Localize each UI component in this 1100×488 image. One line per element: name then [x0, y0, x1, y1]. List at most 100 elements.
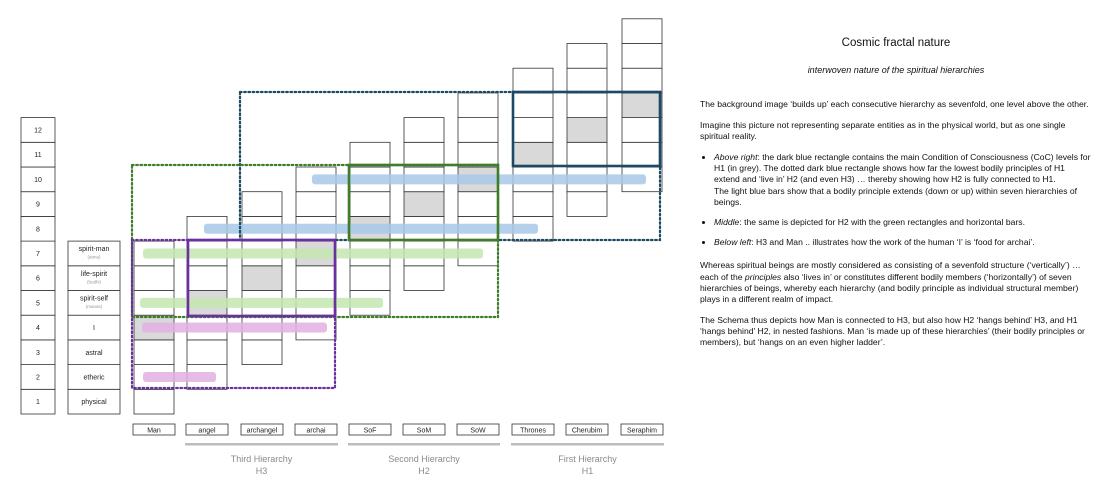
- h1-solid-rect: [511, 90, 662, 168]
- being-cell: [566, 191, 608, 217]
- principle-cell: [67, 290, 121, 316]
- being-cell: [621, 67, 663, 94]
- being-label: archangel: [247, 428, 278, 435]
- being-label: Cherubim: [572, 428, 603, 435]
- closing-1-em: principles: [744, 271, 782, 282]
- hierarchy-name: Second Hierarchy: [388, 454, 460, 464]
- principle-subname: (manas): [86, 304, 103, 309]
- level-number: 12: [34, 127, 42, 134]
- level-number: 9: [36, 202, 40, 209]
- bullet-lead: Middle: [714, 217, 740, 227]
- principle-name: life-spirit: [81, 271, 107, 278]
- level-number: 7: [36, 251, 40, 258]
- being-cell: [512, 67, 554, 94]
- being-label-box: [294, 423, 338, 436]
- being-cell: [349, 265, 391, 291]
- level-number: 3: [36, 350, 40, 357]
- being-cell: [566, 43, 608, 69]
- being-cell: [621, 43, 663, 69]
- bullet-above-right: Above right: the dark blue rectangle con…: [714, 152, 1092, 208]
- intro-paragraph-1: The background image ‘builds up’ each co…: [700, 98, 1089, 109]
- principle-subname: (budhi): [87, 279, 102, 284]
- explanation-panel: Cosmic fractal nature interwoven nature …: [700, 36, 1092, 359]
- level-number: 10: [34, 177, 42, 184]
- level-number: 4: [36, 325, 40, 332]
- page-title: Cosmic fractal nature: [841, 37, 951, 49]
- bullet-text: : H3 and Man .. illustrates how the work…: [751, 237, 1035, 248]
- being-label-box: [240, 423, 284, 436]
- principle-name: spirit-man: [79, 246, 110, 253]
- closing-paragraph-2: The Schema thus depicts how Man is conne…: [700, 315, 1085, 348]
- hierarchy-underline: [348, 443, 500, 446]
- level-cell: [20, 314, 56, 341]
- level-number: 11: [34, 152, 41, 159]
- being-label-box: [565, 423, 609, 436]
- being-cell: [349, 191, 391, 217]
- being-cell: [403, 117, 445, 143]
- being-cell: [621, 141, 663, 168]
- being-cell: [512, 191, 554, 217]
- being-label-box: [132, 423, 176, 436]
- closing-1-post: also ‘lives in’ or constitutes different…: [700, 271, 1079, 304]
- principle-cell: [67, 314, 121, 341]
- being-cell: [241, 339, 283, 365]
- being-label-box: [511, 423, 555, 436]
- level-cell: [20, 141, 56, 168]
- being-cell: [349, 141, 391, 168]
- being-cell: [403, 141, 445, 168]
- page-subtitle: interwoven nature of the spiritual hiera…: [807, 64, 985, 75]
- hierarchy-name: Third Hierarchy: [231, 454, 293, 464]
- principle-subname: (atma): [87, 255, 101, 260]
- principle-cell: [67, 265, 121, 291]
- principle-cell: [67, 388, 121, 415]
- being-label: Man: [147, 428, 161, 435]
- principle-label-column: physicalethericastralIspirit-self(manas)…: [67, 240, 121, 415]
- grey-level-cell: [241, 265, 283, 291]
- being-cell: [566, 67, 608, 94]
- being-cell: [457, 191, 499, 217]
- purple-bar: [143, 371, 216, 382]
- bullet-extra: The light blue bars show that a bodily p…: [714, 185, 1078, 207]
- level-cell: [20, 290, 56, 316]
- level-cell: [20, 166, 56, 193]
- level-cell: [20, 191, 56, 217]
- being-columns: [133, 18, 663, 415]
- being-cell: [621, 18, 663, 44]
- blue-bar: [204, 223, 538, 234]
- being-cell: [295, 191, 337, 217]
- being-cell: [566, 141, 608, 168]
- bullet-below-left: Below left: H3 and Man .. illustrates ho…: [714, 237, 1092, 248]
- explanation-bullets: Above right: the dark blue rectangle con…: [700, 152, 1092, 248]
- level-number: 2: [36, 374, 40, 381]
- bullet-middle: Middle: the same is depicted for H2 with…: [714, 217, 1092, 228]
- level-cell: [20, 215, 56, 242]
- grey-level-cell: [403, 191, 445, 217]
- being-cell: [457, 117, 499, 143]
- closing-1-pre: Whereas spiritual beings are mostly cons…: [700, 260, 1081, 282]
- level-cell: [20, 265, 56, 291]
- level-cell: [20, 364, 56, 390]
- being-cell: [403, 265, 445, 291]
- being-label: Seraphim: [627, 428, 657, 435]
- being-cell: [621, 117, 663, 143]
- level-cell: [20, 240, 56, 267]
- closing-paragraph-1: Whereas spiritual beings are mostly cons…: [700, 260, 1092, 305]
- grey-level-cell: [512, 141, 554, 168]
- being-cell: [457, 141, 499, 168]
- being-cell: [457, 92, 499, 119]
- being-label: SoF: [364, 428, 377, 435]
- level-cell: [20, 388, 56, 415]
- grey-level-cell: [566, 117, 608, 143]
- being-label: SoM: [417, 428, 432, 435]
- being-cell: [512, 117, 554, 143]
- principle-bars: [140, 174, 646, 382]
- hierarchy-code: H1: [582, 466, 594, 476]
- grey-level-cell: [621, 92, 663, 119]
- h2-solid-rect: [347, 163, 500, 242]
- being-label-box: [402, 423, 446, 436]
- hierarchy-code: H2: [418, 466, 430, 476]
- being-label: angel: [198, 428, 216, 435]
